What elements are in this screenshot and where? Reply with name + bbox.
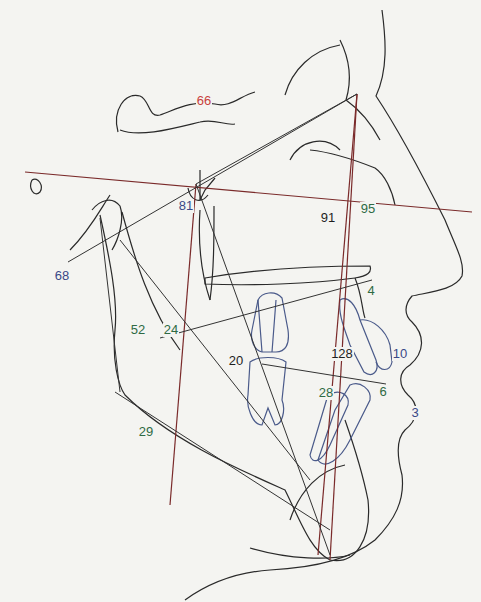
measurement-value: 3: [410, 406, 419, 420]
measurement-value: 20: [228, 354, 244, 368]
reference-line: [25, 94, 472, 560]
measurement-value: 81: [178, 199, 194, 213]
measurement-value: 91: [320, 211, 336, 225]
measurement-value: 10: [392, 347, 408, 361]
measurement-value: 128: [330, 347, 354, 361]
measurement-value: 6: [378, 385, 387, 399]
measurement-value: 68: [54, 269, 70, 283]
measurement-value: 24: [163, 323, 179, 337]
measurement-value: 28: [318, 386, 334, 400]
measurement-value: 52: [130, 323, 146, 337]
measurement-value: 4: [366, 284, 375, 298]
measurement-value: 95: [360, 202, 376, 216]
reference-line: [68, 94, 386, 555]
soft-tissue-profile: [185, 10, 463, 600]
anatomy-outline: [31, 40, 395, 561]
teeth-outline: [248, 293, 392, 464]
measurement-value: 29: [138, 425, 154, 439]
measurement-value: 66: [196, 94, 212, 108]
